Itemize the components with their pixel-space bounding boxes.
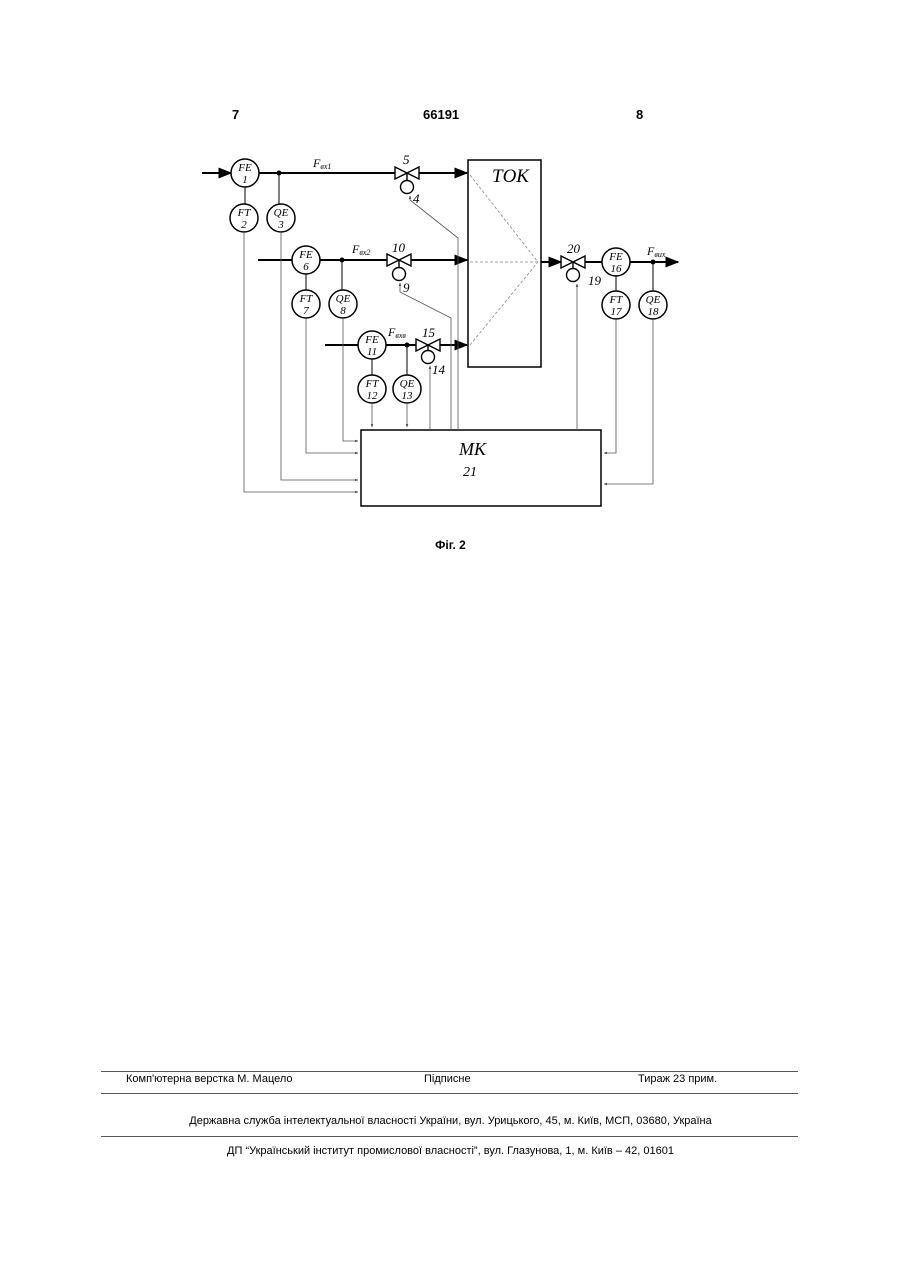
actuator-9-label: 9 [403, 280, 410, 295]
qe8-tag: QE [336, 293, 351, 305]
ft12-tag: FT [365, 378, 380, 390]
fe11-tag: FE [364, 334, 379, 346]
footer-org1: Державна служба інтелектуальної власност… [0, 1115, 901, 1127]
qe18-num: 18 [648, 306, 660, 318]
footer-signed: Підписне [424, 1073, 471, 1085]
valve-10 [387, 254, 411, 281]
footer-composer: Комп'ютерна верстка М. Мацело [126, 1073, 293, 1085]
fe6-tag: FE [298, 249, 313, 261]
figure-caption: Фіг. 2 [0, 538, 901, 552]
qe8-num: 8 [340, 305, 346, 317]
fe1-num: 1 [242, 174, 248, 186]
valve-10-label: 10 [392, 240, 406, 255]
footer-circulation: Тираж 23 прим. [638, 1073, 717, 1085]
qe3-num: 3 [277, 219, 284, 231]
flow-label-in2: Fвх2 [351, 242, 370, 257]
valve-20-label: 20 [567, 241, 581, 256]
actuator-19-label: 19 [588, 273, 602, 288]
tok-label: ТОК [492, 166, 530, 187]
ft7-tag: FT [299, 293, 314, 305]
qe3-tag: QE [274, 207, 289, 219]
ft2-num: 2 [241, 219, 247, 231]
actuator-14-label: 14 [432, 362, 446, 377]
valve-20 [561, 256, 585, 282]
valve-5 [395, 167, 419, 194]
fe16-tag: FE [608, 251, 623, 263]
ft7-num: 7 [303, 305, 309, 317]
fe6-num: 6 [303, 261, 309, 273]
qe13-num: 13 [402, 390, 414, 402]
footer-rule-bottom [101, 1136, 798, 1137]
valve-15 [416, 339, 440, 364]
mk-number: 21 [463, 465, 477, 480]
fe1-tag: FE [237, 162, 252, 174]
ft17-tag: FT [609, 294, 624, 306]
ft12-num: 12 [367, 390, 379, 402]
tok-block [468, 160, 541, 367]
actuator-4-label: 4 [413, 191, 420, 206]
mk-label: МК [458, 439, 487, 459]
footer-rule-middle [101, 1093, 798, 1094]
flow-label-out: Fвих [646, 244, 666, 259]
flow-label-inv: Fвхв [387, 325, 406, 340]
fe11-num: 11 [367, 346, 377, 358]
qe13-tag: QE [400, 378, 415, 390]
qe18-tag: QE [646, 294, 661, 306]
process-diagram: ТОК МК 21 Fвх1 Fвх2 Fвхв Fвих 5 4 10 9 1… [0, 0, 901, 560]
ft17-num: 17 [611, 306, 623, 318]
ft2-tag: FT [237, 207, 252, 219]
fe16-num: 16 [611, 263, 623, 275]
flow-label-in1: Fвх1 [312, 156, 331, 171]
valve-5-label: 5 [403, 152, 410, 167]
footer-org2: ДП “Український інститут промислової вла… [0, 1145, 901, 1157]
valve-15-label: 15 [422, 325, 436, 340]
footer-rule-top [101, 1071, 798, 1072]
